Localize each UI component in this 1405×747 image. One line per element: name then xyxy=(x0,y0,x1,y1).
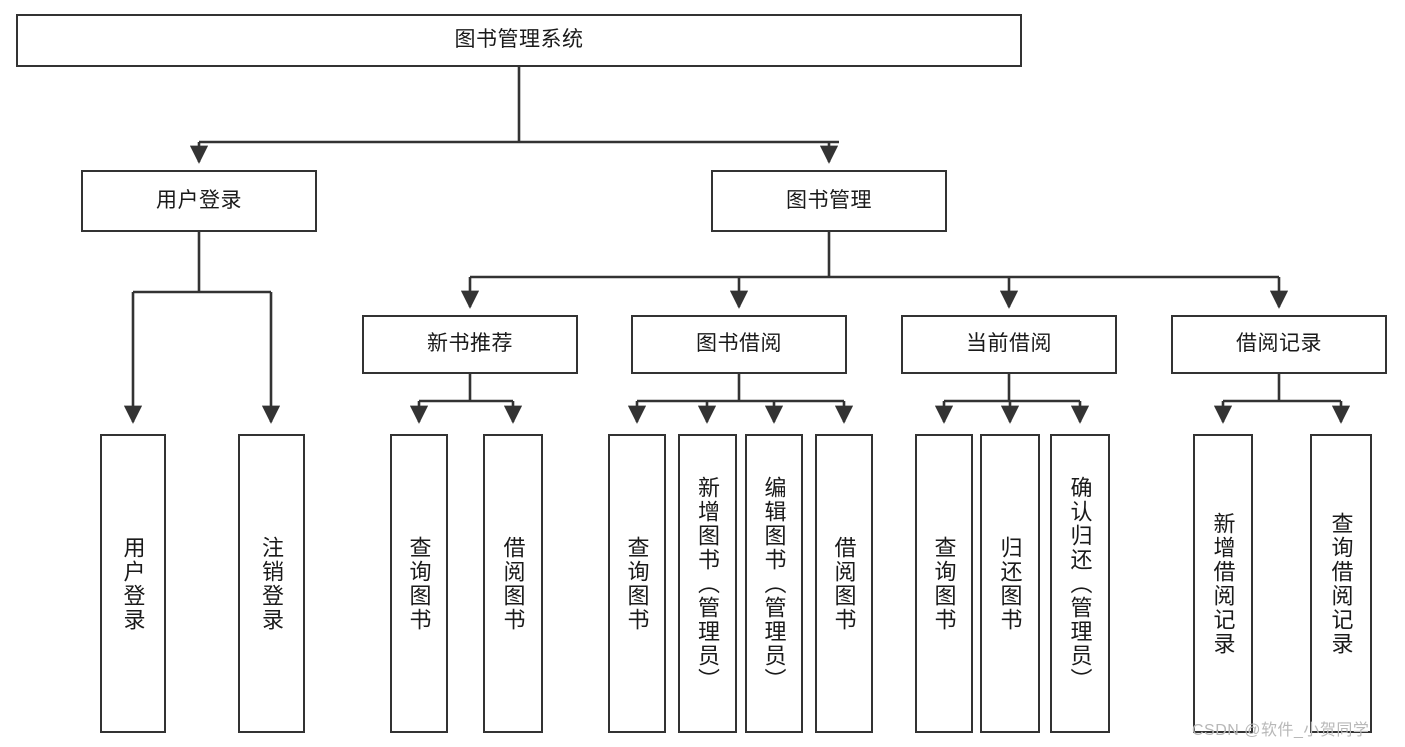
node-label: 借阅图书 xyxy=(500,535,526,632)
node-borrow-record[interactable]: 借阅记录 xyxy=(1171,315,1387,374)
leaf-query-borrow-record[interactable]: 查询借阅记录 xyxy=(1310,434,1372,733)
node-label: 查询图书 xyxy=(624,535,650,632)
node-current-borrow[interactable]: 当前借阅 xyxy=(901,315,1117,374)
csdn-watermark: CSDN @软件_小贺同学 xyxy=(1192,722,1370,739)
node-book-borrow[interactable]: 图书借阅 xyxy=(631,315,847,374)
node-label: 查询借阅记录 xyxy=(1328,511,1354,656)
node-label: 新增借阅记录 xyxy=(1210,511,1236,656)
node-label: 图书借阅 xyxy=(696,332,782,356)
leaf-user-logout[interactable]: 注销登录 xyxy=(238,434,305,733)
node-label: 注销登录 xyxy=(259,535,285,632)
node-label: 查询图书 xyxy=(931,535,957,632)
leaf-user-login[interactable]: 用户登录 xyxy=(100,434,166,733)
leaf-query-book-borrow[interactable]: 查询图书 xyxy=(608,434,666,733)
node-label: 当前借阅 xyxy=(966,332,1052,356)
leaf-return-book[interactable]: 归还图书 xyxy=(980,434,1040,733)
node-label: 新书推荐 xyxy=(427,332,513,356)
node-label: 查询图书 xyxy=(406,535,432,632)
leaf-add-borrow-record[interactable]: 新增借阅记录 xyxy=(1193,434,1253,733)
node-label: 图书管理 xyxy=(786,188,872,212)
leaf-add-book[interactable]: 新增图书（管理员） xyxy=(678,434,737,733)
node-label: 新增图书（管理员） xyxy=(695,475,721,692)
node-book-management[interactable]: 图书管理 xyxy=(711,170,947,232)
node-label: 确认归还（管理员） xyxy=(1067,475,1093,692)
node-label: 用户登录 xyxy=(120,535,146,632)
node-label: 借阅记录 xyxy=(1236,332,1322,356)
node-label: 编辑图书（管理员） xyxy=(761,475,787,692)
node-user-login[interactable]: 用户登录 xyxy=(81,170,317,232)
node-root-system[interactable]: 图书管理系统 xyxy=(16,14,1022,67)
node-label: 归还图书 xyxy=(997,535,1023,632)
leaf-borrow-book-recommend[interactable]: 借阅图书 xyxy=(483,434,543,733)
leaf-borrow-book[interactable]: 借阅图书 xyxy=(815,434,873,733)
leaf-confirm-return[interactable]: 确认归还（管理员） xyxy=(1050,434,1110,733)
leaf-edit-book[interactable]: 编辑图书（管理员） xyxy=(745,434,803,733)
node-label: 用户登录 xyxy=(156,188,242,212)
node-label: 图书管理系统 xyxy=(454,28,584,52)
leaf-query-book-recommend[interactable]: 查询图书 xyxy=(390,434,448,733)
node-new-book-recommend[interactable]: 新书推荐 xyxy=(362,315,578,374)
node-label: 借阅图书 xyxy=(831,535,857,632)
leaf-query-book-current[interactable]: 查询图书 xyxy=(915,434,973,733)
